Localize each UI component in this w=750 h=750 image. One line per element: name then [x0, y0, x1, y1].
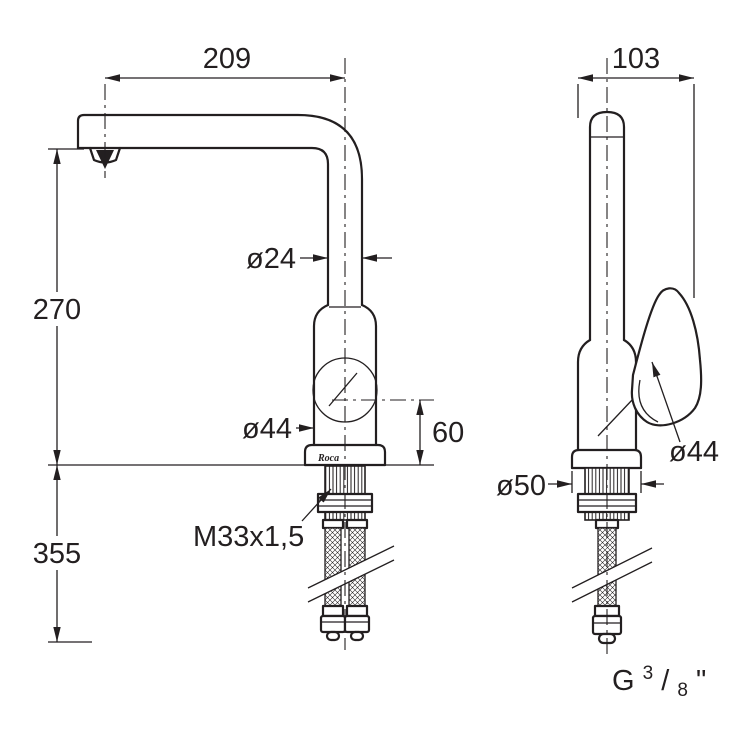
dim-spout-diameter: ø24 — [246, 243, 392, 275]
connector-left-cap — [325, 630, 341, 642]
dim-spout-reach-label: 209 — [203, 43, 251, 75]
dim-body-diameter: ø44 — [242, 413, 314, 445]
hose-connectors — [319, 604, 371, 642]
brand-logo: Roca — [317, 453, 339, 464]
dim-height-above-deck: 270 — [31, 148, 84, 465]
hose-connection-label: G 3 / 8 " — [612, 654, 706, 703]
dim-height-below-label: 355 — [33, 538, 81, 570]
connector-right-crimp — [345, 604, 369, 618]
centerlines — [104, 58, 608, 658]
dim-handle-diameter-label: ø44 — [669, 436, 719, 468]
hose-thread-numerator: 3 — [643, 663, 654, 684]
hose-break-marks — [307, 545, 395, 603]
dim-body-diameter-label: ø44 — [242, 413, 292, 445]
handle-pivot-arc — [638, 379, 659, 423]
spout — [76, 113, 364, 307]
hose-thread-inches-mark: " — [696, 665, 706, 697]
connector-right-nut — [343, 614, 371, 634]
break-line-lower — [307, 559, 395, 603]
hose-thread-denominator: 8 — [677, 680, 688, 701]
mounting-thread-label: M33x1,5 — [193, 521, 304, 553]
leader-line — [651, 361, 681, 443]
riser-pipe — [588, 110, 626, 342]
dim-height-below-deck: 355 — [31, 465, 92, 643]
dim-handle-diameter: ø44 — [651, 361, 719, 468]
hose-left — [324, 527, 342, 607]
lever-seam — [328, 372, 358, 407]
body-handle-seam — [597, 398, 634, 437]
break-line-upper — [307, 545, 395, 589]
hose-break-marks — [571, 547, 653, 603]
label-backing — [31, 292, 83, 326]
left-view: Roca — [31, 43, 464, 643]
spout-inner-profile — [76, 146, 330, 307]
connector-left-crimp — [321, 604, 345, 618]
right-view: 103 ø44 ø50 G 3 / 8 " — [496, 43, 719, 703]
dim-height-above-label: 270 — [33, 294, 81, 326]
break-gap — [572, 548, 652, 602]
hose-collar-right — [345, 518, 369, 530]
hose-thread-slash: / — [661, 665, 670, 697]
break-gap — [308, 546, 394, 602]
dim-base-diameter: ø50 — [496, 470, 664, 502]
dim-depth-label: 103 — [612, 43, 660, 75]
hose-collar-left — [321, 518, 345, 530]
body-left-edge — [576, 338, 592, 452]
label-hose-connection: G 3 / 8 " — [612, 654, 706, 703]
connector-right-cap — [349, 630, 365, 642]
spout-outer-profile — [76, 113, 364, 307]
dim-cartridge-height-label: 60 — [432, 417, 464, 449]
hose-thread-prefix: G — [612, 665, 635, 697]
label-backing — [31, 536, 83, 570]
body-right-edge — [360, 303, 378, 447]
dim-cartridge-height: 60 — [416, 400, 464, 465]
aerator-tip — [96, 150, 114, 169]
dim-spout-diameter-label: ø24 — [246, 243, 296, 275]
leader-line — [301, 488, 332, 522]
connector-left-nut — [319, 614, 347, 634]
handle-lever — [630, 287, 703, 427]
label-mounting-thread: M33x1,5 — [193, 488, 332, 553]
dim-base-diameter-label: ø50 — [496, 470, 546, 502]
spout-aerator — [88, 146, 122, 169]
dim-depth: 103 — [577, 43, 695, 298]
body-left-edge — [312, 303, 330, 447]
break-line-upper — [571, 547, 653, 589]
dim-spout-reach: 209 — [105, 43, 345, 82]
break-line-lower — [571, 561, 653, 603]
